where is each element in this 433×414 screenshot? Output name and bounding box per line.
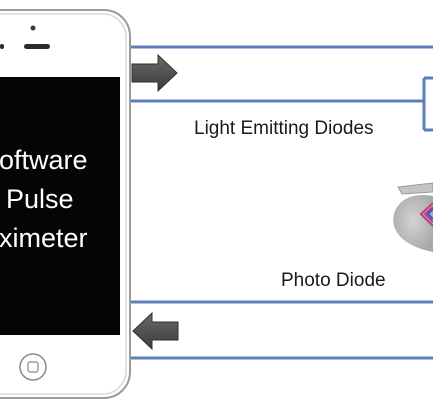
home-button[interactable] [19,353,47,381]
photodiode-label: Photo Diode [281,270,386,291]
home-button-icon [27,361,39,373]
leds-label: Light Emitting Diodes [194,118,374,139]
phone-body-inner [0,13,127,395]
phone-camera [30,25,36,31]
screen-line-2: Pulse [6,184,74,214]
arrow-right-icon [131,53,178,93]
phone-earpiece [24,44,50,49]
sensor-clip-icon [397,182,433,195]
screen-line-1: oftware [0,145,88,175]
phone-screen [0,77,120,335]
finger-sensor-icon [393,194,433,252]
screen-line-3: ximeter [0,223,88,253]
phone-sensor [0,44,4,49]
light-path-inner-icon [426,208,433,220]
light-path-icon [419,202,433,227]
arrow-left-icon [132,311,179,351]
